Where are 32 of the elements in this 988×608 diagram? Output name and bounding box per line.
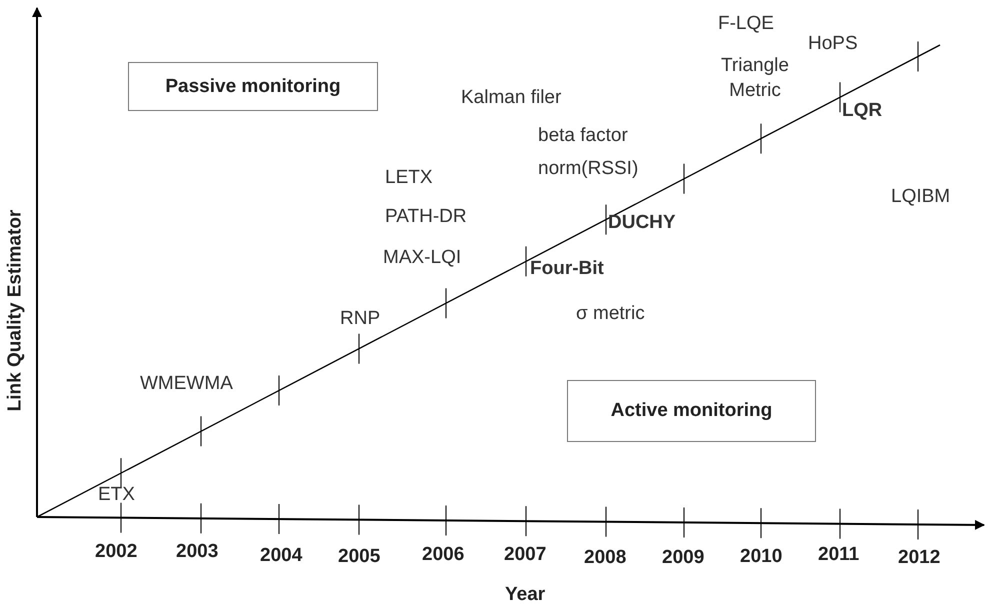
timeline-label: MAX-LQI [383,246,462,269]
year-label: 2007 [504,543,546,566]
timeline-label: F-LQE [718,12,774,35]
timeline-label: WMEWMA [140,372,233,395]
year-label: 2002 [95,540,138,563]
region-box: Active monitoring [567,380,816,442]
region-box: Passive monitoring [128,62,378,111]
timeline-label: RNP [340,307,380,330]
year-label: 2010 [740,545,782,568]
timeline-label: PATH-DR [385,205,467,228]
timeline-label: HoPS [808,32,858,55]
timeline-label: LQR [842,99,882,122]
timeline-label: Four-Bit [530,257,604,280]
timeline-label: LQIBM [891,185,950,208]
timeline-label: Triangle Metric [720,54,790,103]
year-label: 2003 [176,540,218,563]
timeline-label: DUCHY [608,211,676,234]
timeline-label: Kalman filer [461,86,562,109]
timeline-label: ETX [98,483,135,506]
timeline-label: norm(RSSI) [538,157,638,180]
year-label: 2012 [898,546,940,569]
timeline-label: σ metric [576,302,645,325]
year-label: 2004 [260,544,302,567]
year-label: 2006 [422,543,464,566]
year-label: 2008 [584,546,626,569]
year-label: 2005 [338,545,380,568]
year-label: 2009 [662,546,704,569]
year-label: 2011 [818,543,860,566]
timeline-label: LETX [385,166,433,189]
axis-title: Year [505,583,546,606]
axis-title: Link Quality Estimator [3,209,26,411]
timeline-label: beta factor [538,124,628,147]
